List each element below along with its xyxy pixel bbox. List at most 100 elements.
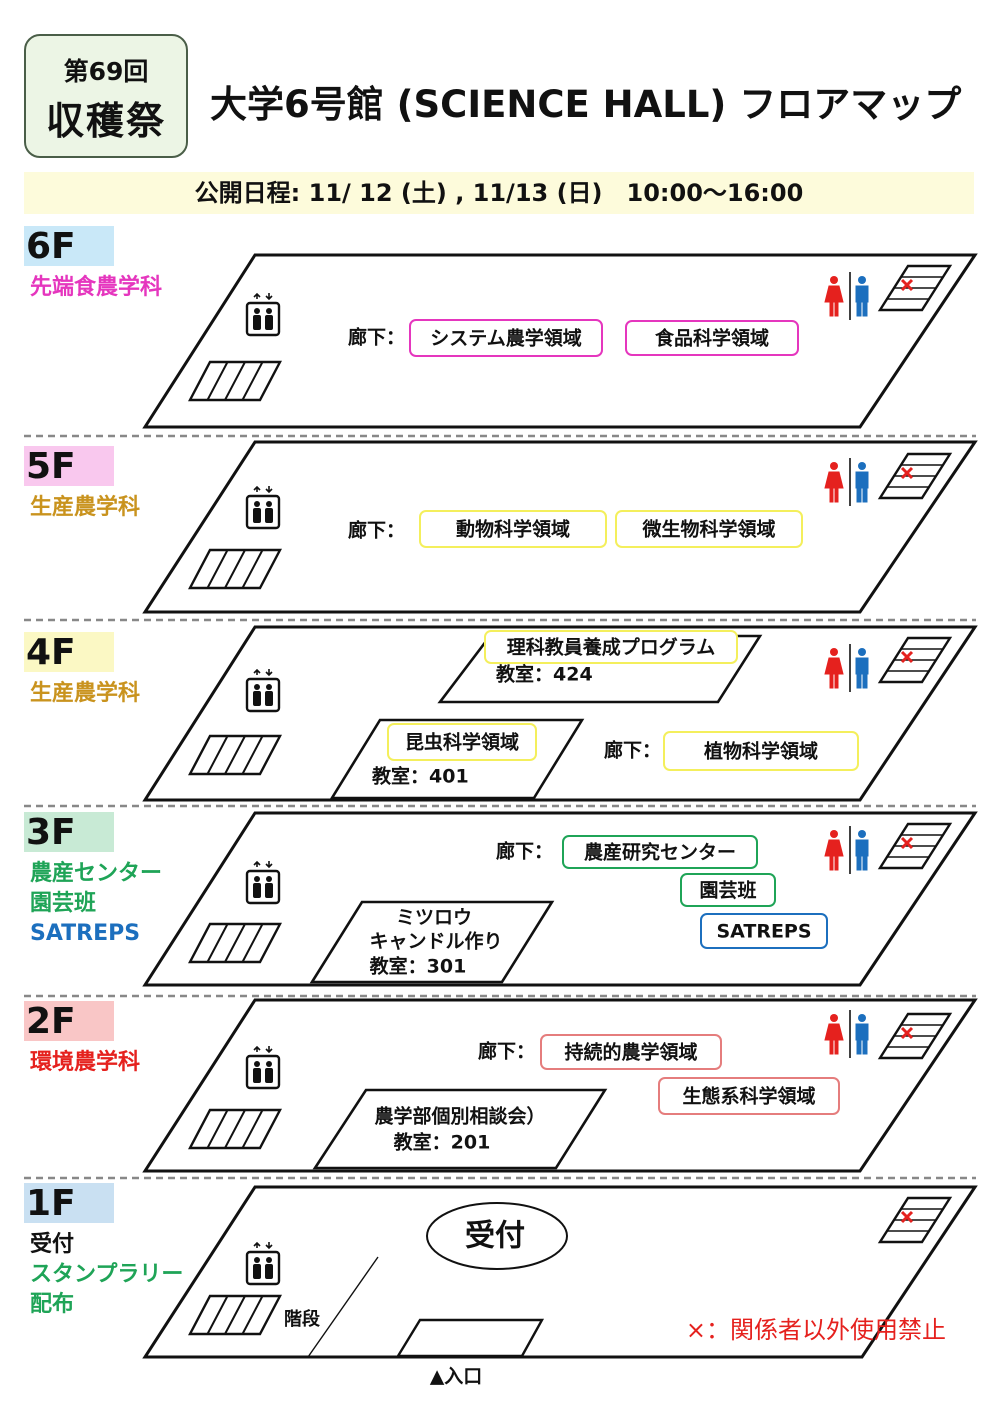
- toilet-man-head: [858, 1014, 866, 1022]
- area-box-frame: [625, 320, 799, 356]
- elevator-arrows: [253, 860, 273, 869]
- room-number: 教室：424: [496, 663, 593, 686]
- area-box-frame: [562, 835, 758, 869]
- toilet-icon: [824, 1010, 869, 1058]
- elevator-person-head: [266, 876, 272, 882]
- elevator-person-body: [265, 315, 273, 330]
- elevator-person-body: [265, 691, 273, 706]
- toilet-icon: [824, 826, 869, 874]
- area-box: 微生物科学領域: [641, 518, 775, 541]
- toilet-icon: [824, 458, 869, 506]
- toilet-woman-head: [830, 830, 838, 838]
- stairs-step: [206, 923, 229, 963]
- elevator-arrows: [253, 485, 273, 494]
- reception-label: 受付: [465, 1219, 525, 1254]
- area-box-frame: [658, 1077, 840, 1115]
- no-entry-cross: [900, 1210, 914, 1224]
- stairs-step: [206, 735, 229, 775]
- floor-department-2f: 環境農学科: [30, 1049, 140, 1075]
- floor-label-3f: 3F: [26, 812, 76, 853]
- stairs-icon: [188, 360, 282, 402]
- toilet-woman-head: [830, 648, 838, 656]
- toilet-woman-head: [830, 276, 838, 284]
- elevator-icon: [245, 292, 281, 337]
- elevator-frame: [245, 1054, 281, 1090]
- elevator-frame: [245, 494, 281, 530]
- corridor-label: 廊下：: [604, 739, 661, 762]
- stairs-icon: [188, 1294, 282, 1336]
- elevator-person-body: [265, 1068, 273, 1083]
- elevator-person-head: [254, 1257, 260, 1263]
- floor-label-4f: 4F: [26, 632, 76, 673]
- elevator-person-head: [254, 684, 260, 690]
- stairs-step: [206, 1295, 229, 1335]
- area-box: 動物科学領域: [456, 518, 570, 541]
- festival-name: 収穫祭: [45, 99, 166, 143]
- stairs-icon: [188, 1108, 282, 1150]
- elevator-icon: [245, 668, 281, 713]
- floor-department-1f: スタンプラリー: [30, 1262, 183, 1287]
- room-event: ミツロウ: [396, 907, 472, 929]
- floor-label-bg: [24, 1001, 114, 1041]
- area-box: 食品科学領域: [655, 327, 769, 350]
- toilet-woman: [824, 285, 844, 317]
- floor-department-3f: 園芸班: [30, 890, 96, 916]
- area-box: 持続的農学領域: [564, 1041, 697, 1064]
- area-box-frame: [680, 873, 776, 907]
- floor-label-bg: [24, 632, 114, 672]
- stairs-step: [224, 1109, 246, 1149]
- area-box-frame: [419, 510, 607, 548]
- floor-label-2f: 2F: [26, 1001, 76, 1042]
- elevator-person-head: [266, 501, 272, 507]
- toilet-woman: [824, 1023, 844, 1055]
- floor-department-1f: 受付: [30, 1231, 74, 1257]
- corridor-label: 廊下：: [496, 840, 553, 863]
- toilet-woman-head: [830, 462, 838, 470]
- toilet-woman: [824, 471, 844, 503]
- room-title-frame: [387, 723, 537, 761]
- no-entry-cross: [900, 836, 914, 850]
- elevator-person-head: [266, 1257, 272, 1263]
- no-entry-icon: [877, 264, 953, 312]
- toilet-man: [855, 657, 869, 689]
- stairs-icon: [188, 734, 282, 776]
- stairs-boundary-line: [307, 1256, 379, 1358]
- toilet-man: [855, 471, 869, 503]
- toilet-icon: [824, 644, 869, 692]
- floor-label-6f: 6F: [26, 226, 76, 267]
- room-number: 教室：201: [394, 1131, 491, 1154]
- no-entry-cross: [900, 466, 914, 480]
- elevator-person-body: [253, 315, 261, 330]
- room-event: 農学部個別相談会）: [374, 1105, 545, 1128]
- elevator-person-head: [254, 1061, 260, 1067]
- stairs-step: [224, 549, 246, 589]
- stairs-step: [224, 1295, 246, 1335]
- floor-department-5f: 生産農学科: [30, 494, 140, 520]
- area-box-frame: [540, 1034, 722, 1070]
- floor-label-1f: 1F: [26, 1183, 76, 1224]
- elevator-person-body: [253, 1264, 261, 1279]
- stairs-step: [224, 735, 246, 775]
- elevator-person-body: [253, 508, 261, 523]
- schedule-banner: 公開日程: 11/ 12 (土) , 11/13 (日) 10:00～16:00: [24, 172, 974, 214]
- area-box-frame: [615, 510, 803, 548]
- floor-label-bg: [24, 812, 114, 852]
- elevator-person-head: [254, 308, 260, 314]
- elevator-frame: [245, 677, 281, 713]
- elevator-person-head: [266, 1061, 272, 1067]
- festival-edition: 第69回: [63, 57, 149, 86]
- elevator-person-body: [253, 883, 261, 898]
- toilet-woman: [824, 657, 844, 689]
- room-number: 教室：401: [372, 765, 469, 788]
- toilet-man-head: [858, 830, 866, 838]
- room-301: [309, 900, 555, 984]
- elevator-frame: [245, 869, 281, 905]
- stairs-step: [206, 361, 229, 401]
- no-entry-icon: [877, 636, 953, 684]
- stairs-step: [241, 1109, 264, 1149]
- room-title-frame: [484, 630, 738, 664]
- elevator-person-body: [265, 1264, 273, 1279]
- legend-restricted: ×：関係者以外使用禁止: [686, 1316, 946, 1344]
- toilet-man: [855, 839, 869, 871]
